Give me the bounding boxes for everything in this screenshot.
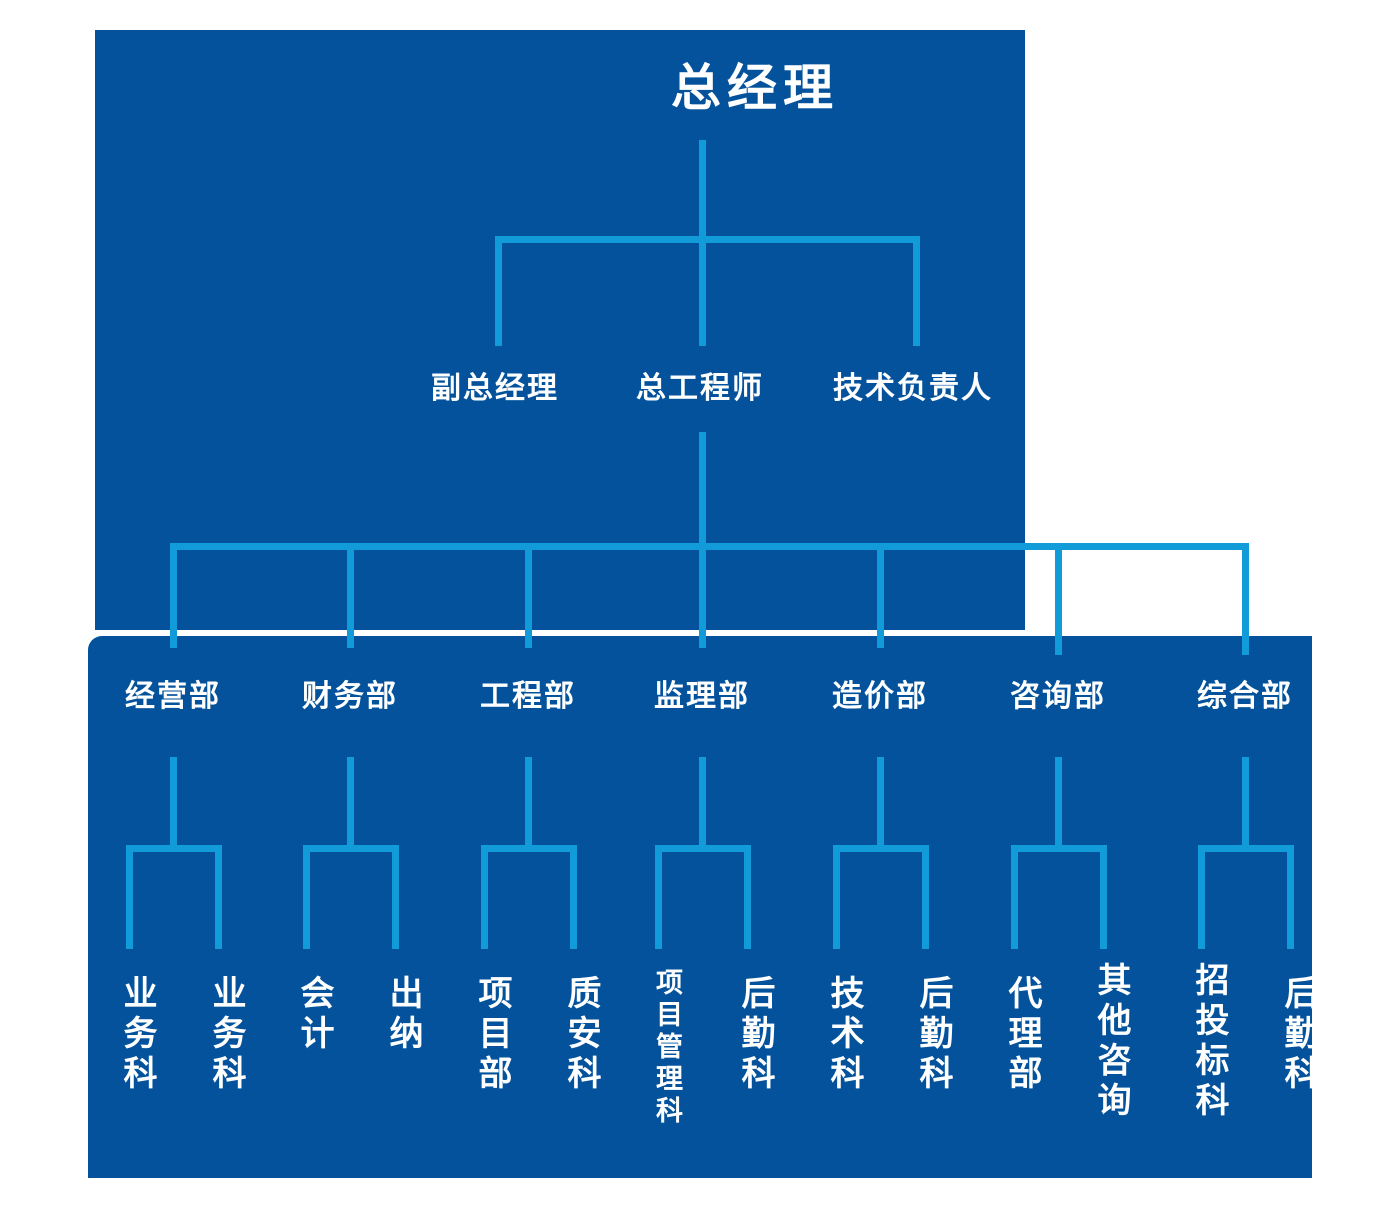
connector-subgroup-3-drop-right xyxy=(570,845,577,949)
connector-subgroup-4-drop-right xyxy=(744,845,751,949)
connector-level2-drop-1 xyxy=(495,236,502,346)
connector-department-drop-1 xyxy=(170,543,177,648)
connector-subgroup-6-drop-left xyxy=(1011,845,1018,949)
connector-department-drop-2 xyxy=(347,543,354,648)
node-department-general-affairs[interactable]: 综合部 xyxy=(1197,679,1293,714)
node-subunit-quality-safety[interactable]: 质安科 xyxy=(561,975,601,1095)
connector-department-drop-3 xyxy=(525,543,532,648)
connector-subgroup-2-drop-left xyxy=(303,845,310,949)
connector-subgroup-7-stem xyxy=(1242,757,1249,849)
connector-root-stem xyxy=(699,140,706,240)
node-deputy-general-manager[interactable]: 副总经理 xyxy=(431,371,559,406)
connector-subgroup-6-bus xyxy=(1011,845,1107,852)
connector-subgroup-5-drop-right xyxy=(922,845,929,949)
node-subunit-technical[interactable]: 技术科 xyxy=(824,975,864,1095)
node-subunit-project-management[interactable]: 项目管理科 xyxy=(651,968,682,1128)
node-subunit-accounting[interactable]: 会计 xyxy=(294,975,334,1055)
connector-department-drop-7 xyxy=(1242,543,1249,655)
bottom-panel-extension-background xyxy=(1025,650,1312,1178)
node-subunit-cashier[interactable]: 出纳 xyxy=(383,975,423,1055)
connector-subgroup-3-drop-left xyxy=(481,845,488,949)
connector-department-drop-6 xyxy=(1055,543,1062,655)
node-subunit-logistics-1[interactable]: 后勤科 xyxy=(735,975,775,1095)
node-department-business[interactable]: 经营部 xyxy=(125,679,221,714)
connector-subgroup-1-stem xyxy=(170,757,177,849)
connector-subgroup-5-stem xyxy=(877,757,884,849)
connector-subgroup-3-bus xyxy=(481,845,577,852)
connector-department-drop-5 xyxy=(877,543,884,648)
node-department-engineering[interactable]: 工程部 xyxy=(480,679,576,714)
connector-subgroup-2-bus xyxy=(303,845,399,852)
node-department-finance[interactable]: 财务部 xyxy=(302,679,398,714)
connector-subgroup-7-drop-left xyxy=(1198,845,1205,949)
connector-subgroup-2-drop-right xyxy=(392,845,399,949)
connector-subgroup-2-stem xyxy=(347,757,354,849)
connector-subgroup-6-drop-right xyxy=(1100,845,1107,949)
top-panel-background xyxy=(95,30,1025,630)
node-department-supervision[interactable]: 监理部 xyxy=(654,679,750,714)
connector-department-bus xyxy=(170,543,1249,550)
connector-level2-bus xyxy=(495,236,920,243)
connector-subgroup-3-stem xyxy=(525,757,532,849)
node-subunit-bidding[interactable]: 招投标科 xyxy=(1189,962,1229,1122)
node-department-consulting[interactable]: 咨询部 xyxy=(1010,679,1106,714)
connector-level2-drop-3 xyxy=(913,236,920,346)
node-subunit-logistics-2[interactable]: 后勤科 xyxy=(913,975,953,1095)
connector-chief-engineer-stem xyxy=(699,432,706,547)
connector-department-drop-4 xyxy=(699,543,706,648)
connector-subgroup-1-drop-right xyxy=(215,845,222,949)
connector-subgroup-4-bus xyxy=(655,845,751,852)
connector-subgroup-4-drop-left xyxy=(655,845,662,949)
connector-subgroup-6-stem xyxy=(1055,757,1062,849)
node-technical-director[interactable]: 技术负责人 xyxy=(833,371,993,406)
connector-subgroup-4-stem xyxy=(699,757,706,849)
connector-subgroup-7-drop-right xyxy=(1287,845,1294,949)
node-root-general-manager[interactable]: 总经理 xyxy=(671,59,839,117)
node-department-cost[interactable]: 造价部 xyxy=(832,679,928,714)
node-subunit-business-2[interactable]: 业务科 xyxy=(206,975,246,1095)
connector-subgroup-7-bus xyxy=(1198,845,1294,852)
connector-subgroup-1-drop-left xyxy=(126,845,133,949)
node-subunit-other-consulting[interactable]: 其他咨询 xyxy=(1091,962,1131,1122)
node-subunit-business-1[interactable]: 业务科 xyxy=(117,975,157,1095)
node-subunit-project-dept[interactable]: 项目部 xyxy=(472,975,512,1095)
connector-subgroup-5-bus xyxy=(833,845,929,852)
node-subunit-logistics-3[interactable]: 后勤科 xyxy=(1278,975,1318,1095)
connector-subgroup-5-drop-left xyxy=(833,845,840,949)
connector-level2-drop-2 xyxy=(699,236,706,346)
connector-subgroup-1-bus xyxy=(126,845,222,852)
node-chief-engineer[interactable]: 总工程师 xyxy=(636,371,764,406)
node-subunit-agency[interactable]: 代理部 xyxy=(1002,975,1042,1095)
